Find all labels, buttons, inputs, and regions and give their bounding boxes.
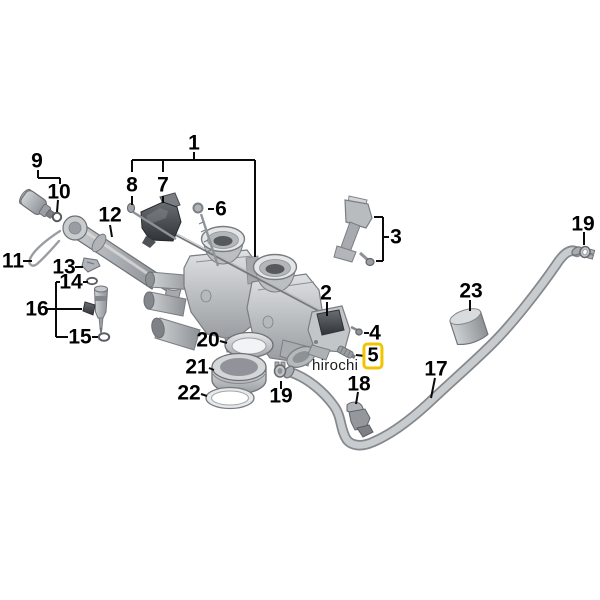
clamp-19-right-illustration: [579, 245, 596, 260]
part-label-11: 11: [1, 249, 25, 273]
o-ring-15-illustration: [97, 332, 111, 342]
watermark-text: hirochi: [312, 357, 359, 374]
part-label-14: 14: [59, 270, 83, 294]
part-label-6: 6: [215, 197, 227, 221]
sensor-9-illustration: [19, 188, 55, 219]
part-label-10: 10: [47, 180, 71, 204]
clip-13-illustration: [81, 257, 101, 273]
part-label-7: 7: [157, 173, 169, 197]
part-label-22: 22: [177, 381, 201, 405]
part-label-20: 20: [196, 328, 220, 352]
part-label-23: 23: [459, 279, 483, 303]
ring-20-illustration: [224, 331, 274, 359]
part-label-8: 8: [126, 173, 138, 197]
ring-22-illustration: [205, 386, 255, 410]
part-label-12: 12: [98, 203, 122, 227]
sleeve-23-illustration: [449, 308, 489, 346]
part-label-19-left: 19: [269, 384, 293, 408]
part-label-15: 15: [68, 325, 92, 349]
wire-11-illustration: [28, 229, 62, 267]
clamp-19-left-illustration: [273, 361, 287, 378]
part-label-16: 16: [25, 297, 49, 321]
part-label-18: 18: [347, 372, 371, 396]
part-label-1: 1: [188, 131, 200, 155]
part-label-4: 4: [369, 321, 381, 345]
injector-16-illustration: [82, 285, 109, 334]
screw-6-illustration: [192, 202, 220, 267]
part-label-5-highlighted[interactable]: 5: [362, 342, 384, 370]
part-label-19-right: 19: [571, 212, 595, 236]
screw-8-illustration: [126, 202, 177, 241]
part-label-13: 13: [52, 255, 76, 279]
part-label-3: 3: [390, 225, 402, 249]
screw-4-illustration: [350, 325, 363, 336]
part-label-17: 17: [424, 357, 448, 381]
part-label-21: 21: [185, 355, 209, 379]
o-ring-14-illustration: [86, 276, 98, 286]
leader-lines: [23, 152, 585, 405]
holder-18-illustration: [346, 401, 374, 438]
sensor-3-illustration: [333, 195, 375, 267]
sleeve-21-illustration: [211, 352, 267, 395]
sensor-2-illustration: [307, 305, 351, 361]
part-label-2: 2: [320, 281, 332, 305]
o-ring-10-illustration: [51, 211, 63, 223]
part-label-9: 9: [31, 149, 43, 173]
part-5-illustration: [337, 345, 357, 360]
sensor-7-illustration: [140, 192, 182, 248]
